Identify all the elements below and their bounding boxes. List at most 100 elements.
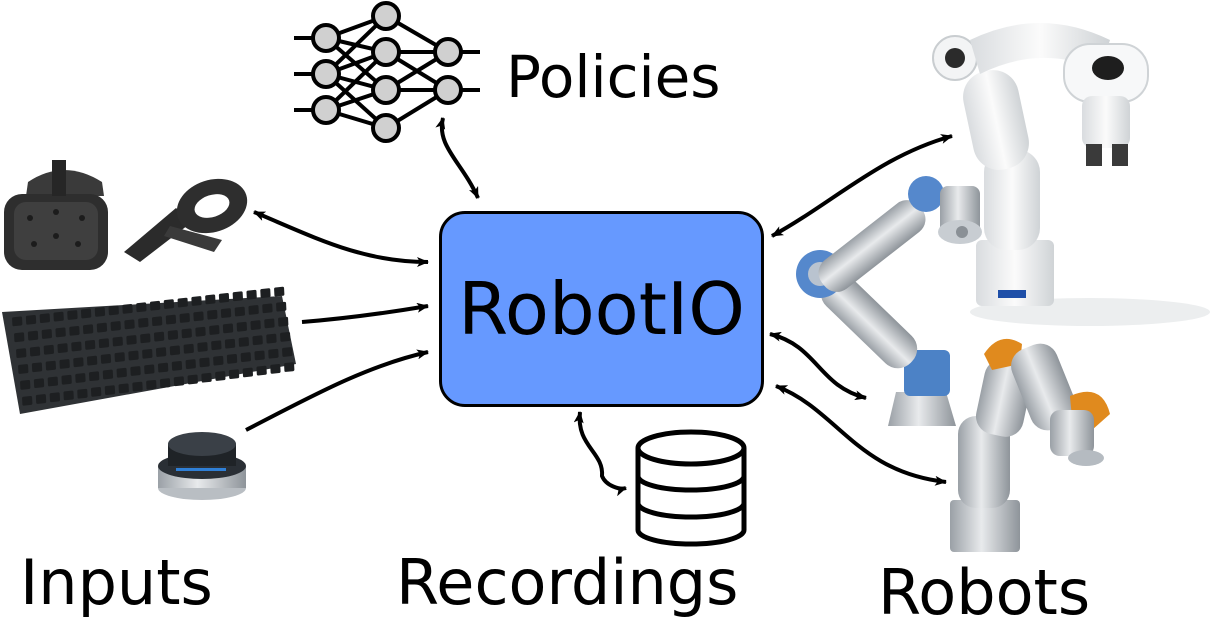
keyboard-key <box>211 340 222 351</box>
keyboard-key <box>43 344 54 355</box>
keyboard-key <box>69 325 80 336</box>
keyboard-key <box>136 302 147 313</box>
keyboard-key <box>155 347 167 357</box>
keyboard-key <box>195 326 206 337</box>
keyboard-icon <box>2 286 296 414</box>
keyboard-key <box>116 367 127 378</box>
keyboard-key <box>284 362 295 372</box>
keyboard-key <box>27 330 39 341</box>
keyboard-key <box>124 319 135 330</box>
keyboard-key <box>222 323 234 334</box>
inputs-label: Inputs <box>20 546 213 619</box>
keyboard-key <box>67 310 78 320</box>
keyboard-key <box>209 325 220 335</box>
keyboard-key <box>173 376 185 387</box>
keyboard-key <box>151 316 163 327</box>
robots-label: Robots <box>878 556 1091 629</box>
keyboard-key <box>86 355 98 366</box>
keyboard-key <box>122 303 133 314</box>
edge-keyboard <box>301 302 429 324</box>
keyboard-key <box>157 362 169 373</box>
keyboard-key <box>280 332 291 342</box>
keyboard-key <box>41 329 52 339</box>
keyboard-key <box>108 305 119 316</box>
neural-network-icon <box>294 1 480 143</box>
keyboard-key <box>61 374 72 385</box>
keyboard-key <box>183 343 194 354</box>
keyboard-key <box>100 354 112 364</box>
keyboard-key <box>77 388 88 399</box>
recordings-label: Recordings <box>396 546 739 619</box>
keyboard-key <box>146 379 157 390</box>
keyboard-key <box>246 289 257 300</box>
keyboard-key <box>179 313 190 323</box>
keyboard-key <box>57 343 68 354</box>
keyboard-key <box>22 395 33 406</box>
keyboard-key <box>84 340 96 350</box>
keyboard-key <box>228 369 240 380</box>
keyboard-key <box>73 357 84 368</box>
keyboard-key <box>132 381 143 392</box>
edge-kuka <box>775 384 947 486</box>
edge-franka <box>771 134 953 238</box>
keyboard-key <box>153 331 165 342</box>
keyboard-key <box>80 308 92 319</box>
keyboard-key <box>55 327 66 338</box>
keyboard-key <box>110 321 121 331</box>
keyboard-key <box>29 346 41 357</box>
keyboard-key <box>242 367 253 378</box>
keyboard-key <box>181 328 192 339</box>
keyboard-key <box>114 352 125 363</box>
keyboard-key <box>268 348 279 359</box>
keyboard-key <box>226 354 238 364</box>
keyboard-key <box>171 361 183 371</box>
keyboard-key <box>167 330 179 340</box>
edge-3d-mouse <box>245 349 429 432</box>
keyboard-key <box>250 320 261 330</box>
keyboard-key <box>234 306 245 317</box>
policies-label: Policies <box>506 43 721 111</box>
keyboard-key <box>159 378 171 388</box>
connection-arrows <box>245 117 953 497</box>
keyboard-key <box>201 372 212 383</box>
keyboard-key <box>18 364 29 374</box>
keyboard-key <box>197 342 208 352</box>
keyboard-key <box>256 365 267 376</box>
hub-label: RobotIO <box>458 267 745 351</box>
vr-controller-icon <box>124 178 248 262</box>
keyboard-key <box>118 383 129 394</box>
vr-headset-icon <box>4 160 108 270</box>
keyboard-key <box>39 313 50 324</box>
keyboard-key <box>49 392 60 403</box>
keyboard-key <box>63 390 74 401</box>
keyboard-key <box>31 362 43 373</box>
keyboard-key <box>45 360 56 371</box>
franka-panda-arm-icon <box>932 23 1210 326</box>
keyboard-key <box>266 333 277 344</box>
keyboard-key <box>278 316 289 327</box>
keyboard-key <box>128 350 139 361</box>
keyboard-key <box>140 333 151 344</box>
keyboard-key <box>12 316 23 327</box>
keyboard-key <box>270 364 281 374</box>
keyboard-key <box>282 347 293 357</box>
keyboard-key <box>138 317 149 328</box>
keyboard-key <box>240 352 251 363</box>
keyboard-key <box>218 293 230 303</box>
keyboard-key <box>130 366 141 376</box>
keyboard-key <box>59 359 70 369</box>
keyboard-key <box>199 357 210 368</box>
ur-arm-icon <box>796 176 982 426</box>
keyboard-key <box>126 335 137 345</box>
keyboard-key <box>75 373 86 383</box>
keyboard-key <box>104 385 116 396</box>
keyboard-key <box>88 371 100 382</box>
keyboard-key <box>236 321 247 332</box>
keyboard-key <box>16 348 27 358</box>
keyboard-key <box>252 335 263 346</box>
keyboard-key <box>25 314 37 325</box>
3d-mouse-icon <box>158 432 246 500</box>
keyboard-key <box>187 374 198 385</box>
keyboard-key <box>264 318 275 329</box>
